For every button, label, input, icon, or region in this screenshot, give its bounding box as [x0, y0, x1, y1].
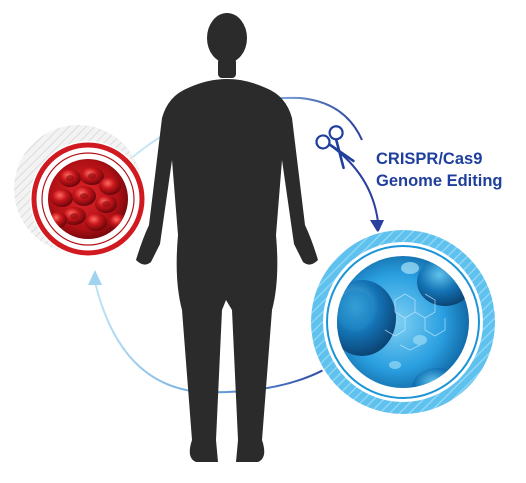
blood-cells-circle [14, 125, 146, 257]
right-arc-arrow [329, 144, 379, 223]
label-line-2: Genome Editing [376, 172, 503, 190]
crispr-label: CRISPR/Cas9 Genome Editing [376, 148, 503, 192]
left-arrowhead [88, 270, 102, 285]
stem-cells-circle [309, 228, 497, 416]
scissors-icon [315, 125, 355, 170]
red-blood-cells-image [49, 167, 127, 231]
human-silhouette [136, 13, 318, 462]
right-arrowhead [370, 220, 384, 233]
label-line-1: CRISPR/Cas9 [376, 150, 483, 168]
